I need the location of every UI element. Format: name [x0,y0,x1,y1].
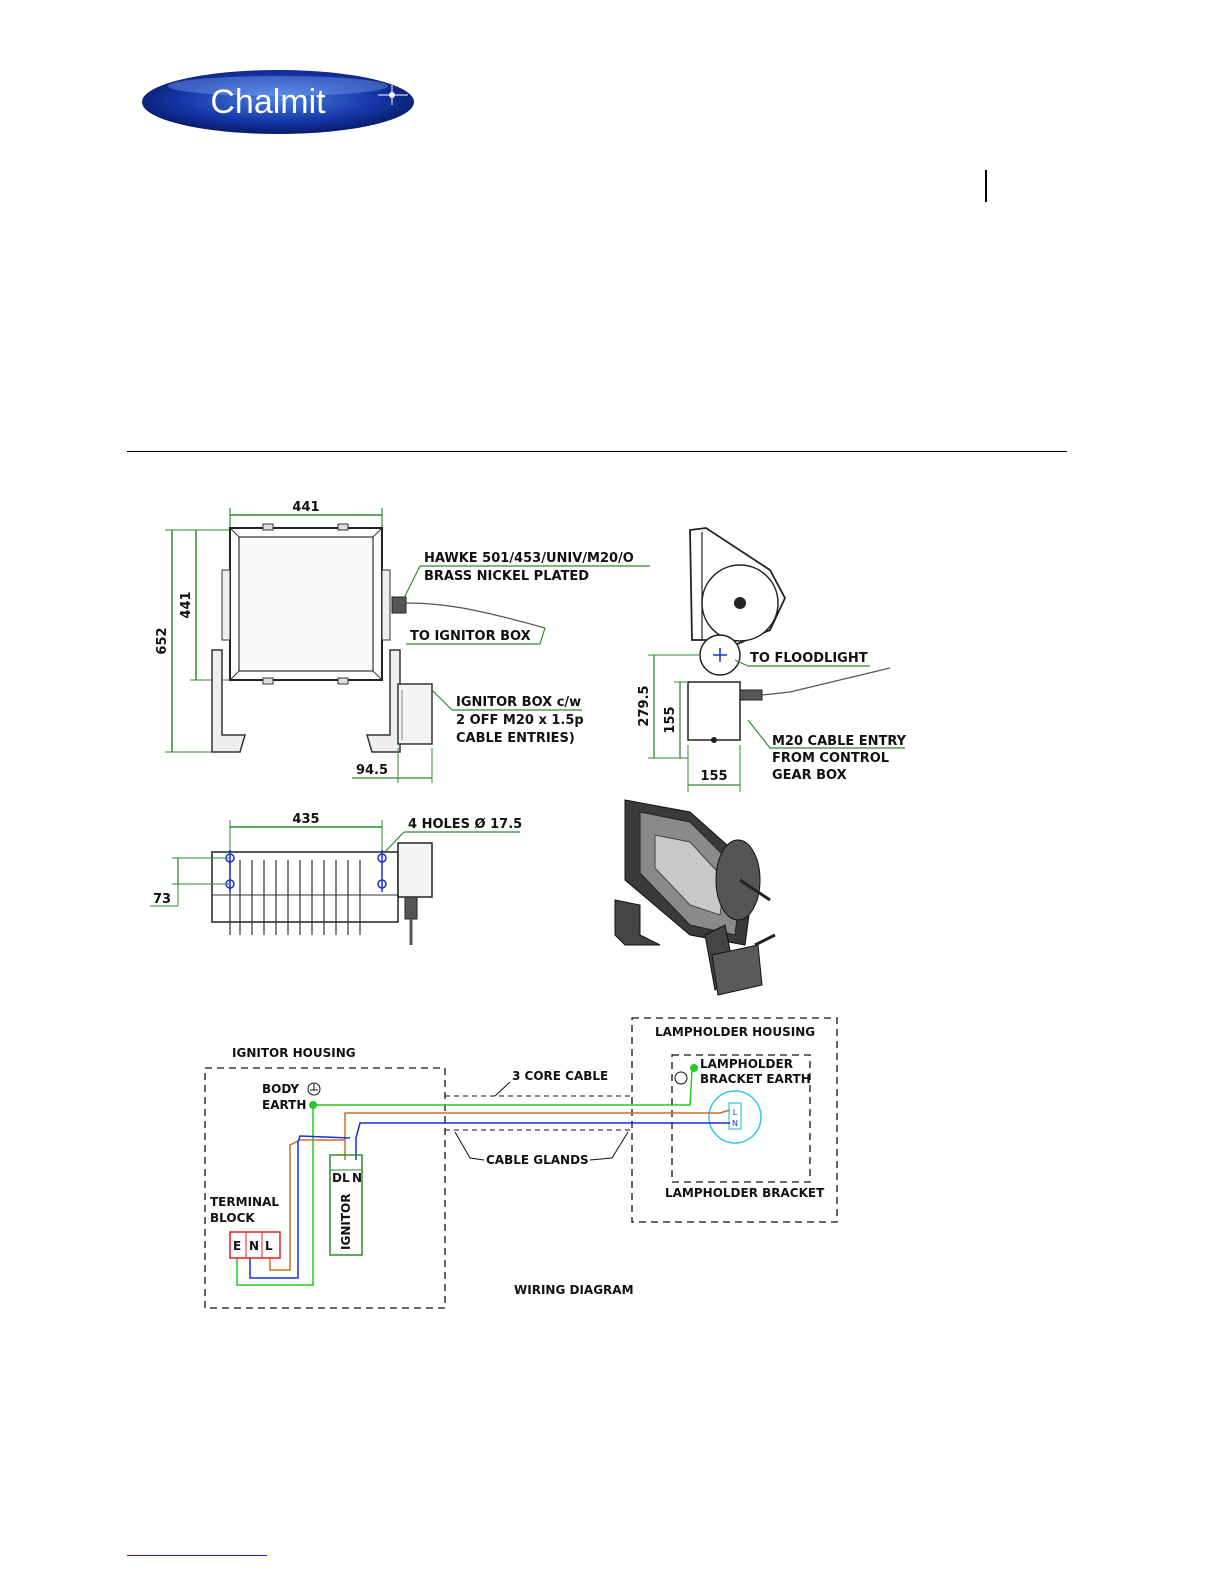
body-earth-line2: EARTH [262,1098,306,1112]
dim-ignitor-offset: 94.5 [356,763,388,778]
ignitor-l: L [342,1171,350,1185]
terminal-n: N [249,1239,259,1253]
horizontal-rule [127,451,1067,452]
terminal-block-line1: TERMINAL [210,1195,279,1209]
ignitor-n: N [352,1171,362,1185]
gland-label-line2: BRASS NICKEL PLATED [424,569,589,584]
to-floodlight-label: TO FLOODLIGHT [750,651,868,666]
terminal-l: L [265,1239,273,1253]
to-ignitor-label: TO IGNITOR BOX [410,629,531,644]
dim-top-73: 73 [153,892,171,907]
lamp-n: N [732,1119,738,1128]
dim-top-435: 435 [292,812,319,827]
ignitor-housing-label: IGNITOR HOUSING [232,1046,356,1060]
front-view: 441 652 441 94.5 [155,500,650,783]
ignitor-d: D [332,1171,342,1185]
lampholder-earth-line1: LAMPHOLDER [700,1057,793,1071]
terminal-e: E [233,1239,241,1253]
side-view: 279.5 155 155 TO FLOODLIGHT M20 CABLE EN… [637,527,907,792]
isometric-view [614,799,776,996]
wiring-diagram: IGNITOR HOUSING BODY EARTH LAMPHOLDER HO… [204,1017,838,1309]
cable-entry-line2: FROM CONTROL [772,751,889,766]
dim-side-279: 279.5 [637,685,652,726]
lampholder-housing-label: LAMPHOLDER HOUSING [655,1025,815,1039]
cable-entry-line3: GEAR BOX [772,768,847,783]
cable-glands-label: CABLE GLANDS [486,1153,589,1167]
dim-width-441: 441 [292,500,319,515]
ignitor-box-line3: CABLE ENTRIES) [456,731,575,746]
core-cable-label: 3 CORE CABLE [512,1069,608,1083]
body-earth-line1: BODY [262,1082,299,1096]
ignitor-box-line1: IGNITOR BOX c/w [456,695,581,710]
ignitor-box-line2: 2 OFF M20 x 1.5p [456,713,584,728]
svg-text:Chalmit: Chalmit [210,83,326,121]
chalmit-logo: Chalmit [142,70,414,134]
dim-height-441: 441 [179,591,194,618]
lampholder-earth-line2: BRACKET EARTH [700,1072,811,1086]
dim-side-155-h: 155 [663,706,678,733]
ignitor-label: IGNITOR [339,1194,353,1250]
wiring-diagram-title: WIRING DIAGRAM [514,1283,634,1297]
gland-label-line1: HAWKE 501/453/UNIV/M20/O [424,551,634,566]
top-view: 435 4 HOLES Ø 17.5 73 [150,812,522,945]
header-divider [985,170,987,202]
dim-side-155-w: 155 [700,769,727,784]
lamp-l: L [733,1108,738,1117]
terminal-block-line2: BLOCK [210,1211,255,1225]
dim-height-652: 652 [155,627,170,654]
holes-label: 4 HOLES Ø 17.5 [408,817,522,832]
cable-entry-line1: M20 CABLE ENTRY [772,734,907,749]
lampholder-bracket-label: LAMPHOLDER BRACKET [665,1186,825,1200]
footer-rule [127,1555,267,1556]
